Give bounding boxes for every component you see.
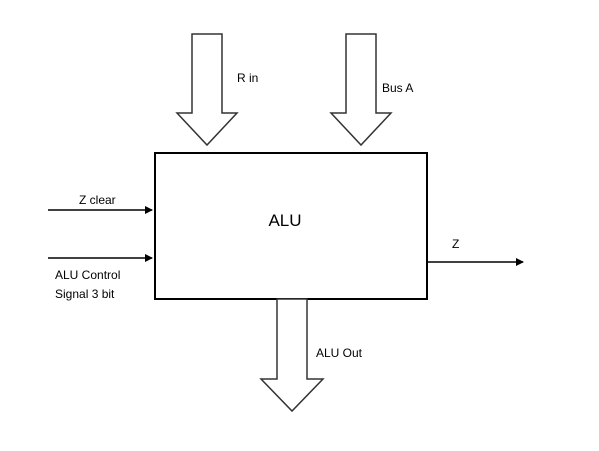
alu-control-label-line2: Signal 3 bit: [55, 287, 115, 301]
alu-out-label: ALU Out: [316, 346, 363, 360]
alu-control-label-line1: ALU Control: [55, 268, 120, 282]
r-in-label: R in: [237, 71, 258, 85]
bus-a-arrow: [329, 33, 393, 147]
alu-block-label: ALU: [268, 211, 301, 230]
z-output-label: Z: [452, 237, 459, 251]
alu-block: [154, 152, 428, 300]
r-in-arrow: [175, 33, 239, 147]
bus-a-label: Bus A: [382, 81, 413, 95]
z-clear-label: Z clear: [79, 193, 116, 207]
alu-out-arrow: [259, 298, 325, 413]
